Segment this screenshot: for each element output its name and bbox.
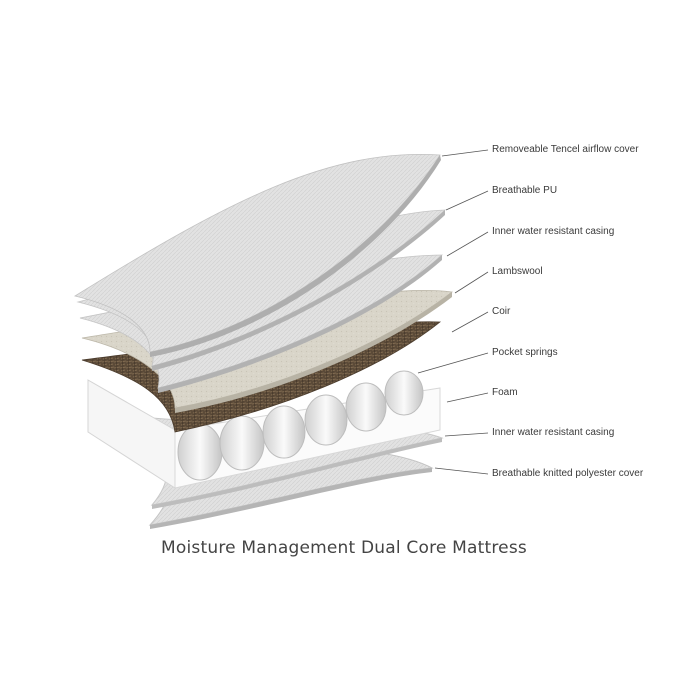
leader-lines xyxy=(417,149,489,475)
label-coir: Coir xyxy=(492,306,511,317)
layer-removeable-tencel-airflow-cover xyxy=(73,153,441,357)
leader-line-pocket-springs xyxy=(417,352,489,374)
label-removeable-tencel-airflow-cover: Removeable Tencel airflow cover xyxy=(492,144,639,155)
leader-line-tencel xyxy=(441,149,489,157)
leader-line-coir xyxy=(451,311,489,333)
diagram-title: Moisture Management Dual Core Mattress xyxy=(161,538,527,558)
leader-line-lambswool xyxy=(454,271,489,294)
label-inner-water-resistant-casing-lower: Inner water resistant casing xyxy=(492,427,615,438)
label-foam: Foam xyxy=(492,387,518,398)
leader-line-knitted-cover xyxy=(434,467,489,475)
leader-line-pu xyxy=(445,190,489,211)
label-breathable-knitted-polyester-cover: Breathable knitted polyester cover xyxy=(492,468,644,479)
leader-line-foam xyxy=(446,392,489,403)
label-pocket-springs: Pocket springs xyxy=(492,347,558,358)
label-inner-water-resistant-casing-upper: Inner water resistant casing xyxy=(492,226,615,237)
leader-line-casing-upper xyxy=(446,231,489,257)
layer-pocket-springs xyxy=(177,370,424,481)
leader-line-casing-lower xyxy=(444,432,489,437)
label-lambswool: Lambswool xyxy=(492,266,543,277)
label-breathable-pu: Breathable PU xyxy=(492,185,558,196)
